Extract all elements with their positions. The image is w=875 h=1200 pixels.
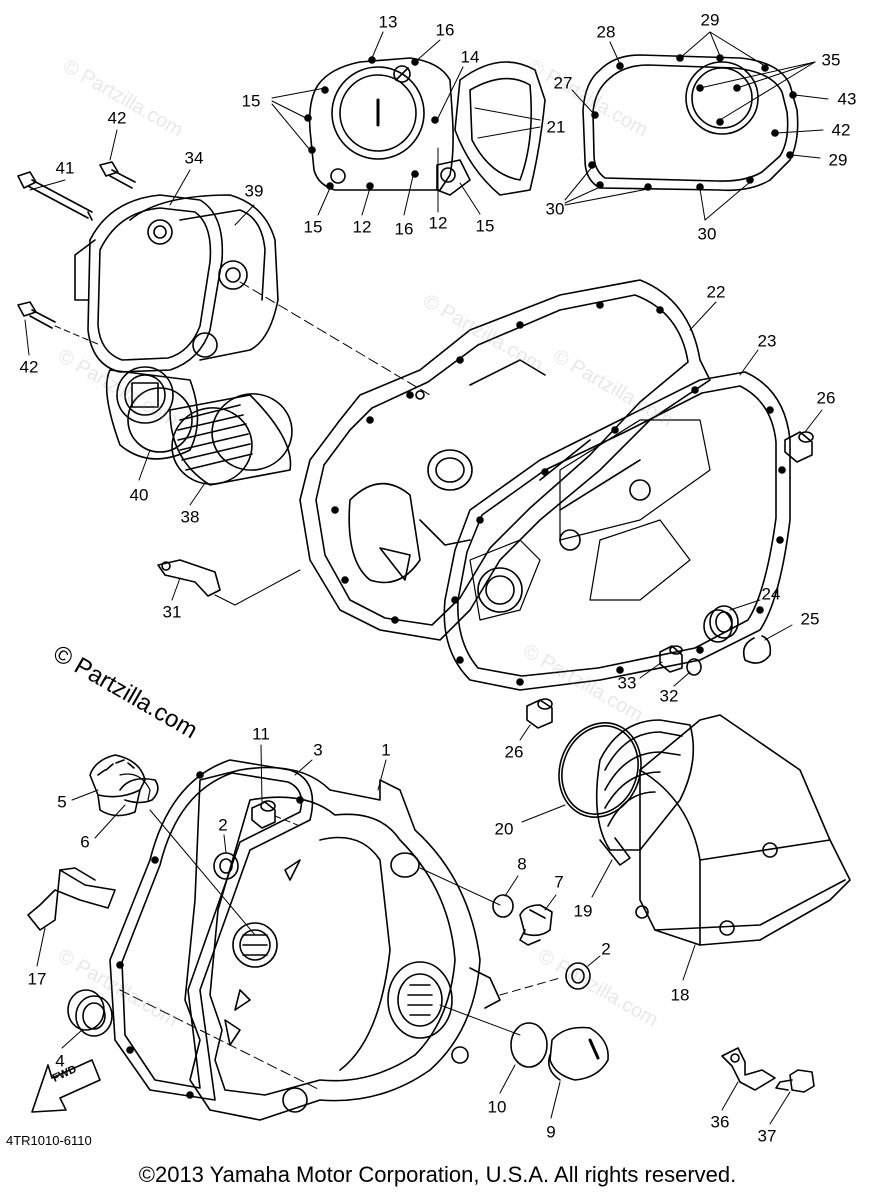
crankcase-cover-gasket-top — [564, 31, 829, 221]
part-callout-32: 32 — [659, 686, 679, 706]
part-callout-31: 31 — [162, 602, 182, 622]
plug-4 — [61, 989, 113, 1049]
part-callout-26: 26 — [504, 742, 524, 762]
part-callout-30: 30 — [545, 199, 565, 219]
part-callout-42: 42 — [107, 108, 127, 128]
part-callout-22: 22 — [706, 282, 726, 302]
part-callout-14: 14 — [460, 47, 480, 67]
oil-filler-cap — [71, 754, 256, 936]
crankcase-cover-gasket-3 — [109, 759, 321, 1101]
part-callout-15: 15 — [475, 216, 495, 236]
oil-filter — [127, 387, 293, 506]
part-callout-40: 40 — [129, 485, 149, 505]
part-callout-29: 29 — [700, 10, 720, 30]
part-callout-39: 39 — [244, 181, 264, 201]
oil-filter-cover-assembly — [17, 129, 431, 460]
part-callout-23: 23 — [757, 331, 777, 351]
part-callout-15: 15 — [303, 217, 323, 237]
part-callout-28: 28 — [596, 22, 616, 42]
dowel-11 — [251, 744, 301, 829]
part-callout-25: 25 — [800, 609, 820, 629]
part-callout-12: 12 — [352, 217, 372, 237]
plug-9-oring-10 — [439, 1004, 609, 1119]
part-callout-11: 11 — [252, 724, 270, 744]
part-callout-1: 1 — [381, 740, 391, 760]
washer-2-lower — [469, 955, 601, 1009]
part-callout-43: 43 — [837, 89, 857, 109]
oring-20 — [521, 722, 642, 823]
part-callout-8: 8 — [517, 854, 527, 874]
part-callout-9: 9 — [546, 1122, 556, 1142]
crankcase-cover-22 — [299, 279, 717, 641]
part-callout-33: 33 — [617, 673, 637, 693]
part-callout-18: 18 — [670, 985, 690, 1005]
part-callout-36: 36 — [710, 1112, 730, 1132]
bracket-17 — [27, 867, 116, 967]
part-callout-6: 6 — [80, 832, 90, 852]
starter-cover-18-19 — [591, 714, 851, 981]
diagram-code: 4TR1010-6110 — [6, 1133, 92, 1148]
crankcase-gasket-23 — [443, 349, 791, 691]
part-callout-41: 41 — [55, 158, 75, 178]
part-callout-5: 5 — [57, 792, 67, 812]
part-callout-3: 3 — [313, 740, 323, 760]
part-callout-2: 2 — [218, 815, 228, 835]
part-callout-13: 13 — [378, 12, 398, 32]
part-callout-37: 37 — [757, 1126, 777, 1146]
part-callout-19: 19 — [573, 901, 593, 921]
part-callout-26: 26 — [816, 388, 836, 408]
copyright-notice: ©2013 Yamaha Motor Corporation, U.S.A. A… — [138, 1162, 737, 1187]
part-callout-20: 20 — [494, 819, 514, 839]
part-callout-10: 10 — [487, 1097, 507, 1117]
part-callout-29: 29 — [828, 150, 848, 170]
part-callout-16: 16 — [394, 219, 414, 239]
part-callout-30: 30 — [697, 224, 717, 244]
part-callout-16: 16 — [435, 20, 455, 40]
part-callout-15: 15 — [241, 91, 261, 111]
dowel-pins-seals — [519, 409, 823, 741]
part-callout-27: 27 — [553, 73, 573, 93]
plug-7-oring-8 — [419, 867, 557, 946]
part-callout-2: 2 — [601, 939, 611, 959]
part-callout-35: 35 — [821, 50, 841, 70]
part-callout-38: 38 — [180, 507, 200, 527]
part-callout-34: 34 — [184, 148, 204, 168]
left-crankcase-cover-1 — [184, 759, 481, 1121]
part-callout-12: 12 — [428, 213, 448, 233]
timing-cover-assembly — [271, 31, 481, 216]
gasket-21 — [454, 61, 546, 196]
part-callout-17: 17 — [27, 969, 47, 989]
bracket-31 — [157, 559, 301, 606]
fwd-arrow — [31, 1059, 101, 1113]
part-callout-7: 7 — [554, 872, 564, 892]
part-callout-42: 42 — [19, 357, 39, 377]
part-callout-21: 21 — [546, 117, 566, 137]
part-callout-4: 4 — [55, 1051, 65, 1071]
bracket-36-bolt-37 — [721, 1047, 815, 1125]
part-callout-42: 42 — [831, 120, 851, 140]
part-callout-24: 24 — [761, 584, 781, 604]
washer-2 — [213, 834, 239, 880]
